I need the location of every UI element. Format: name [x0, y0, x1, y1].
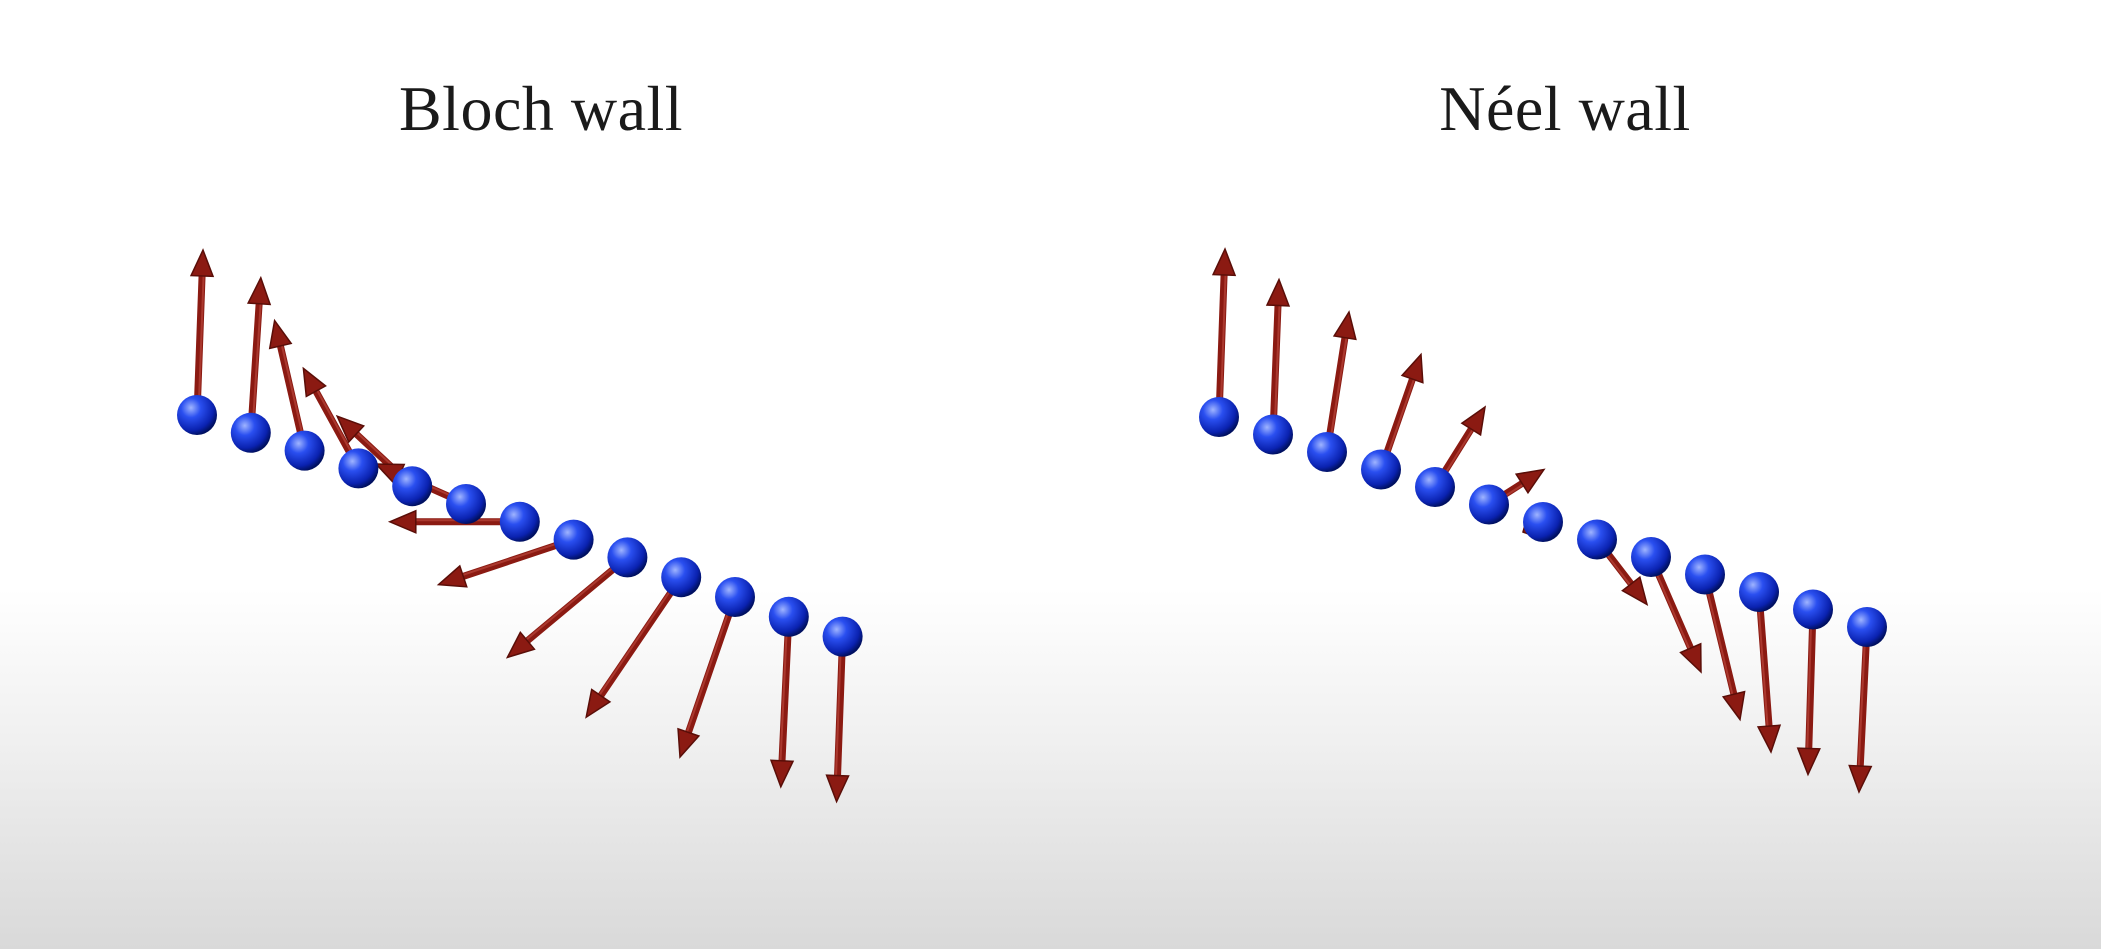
- neel-spin-site-12: [1793, 589, 1833, 630]
- neel-spin-site-4: [1361, 449, 1401, 490]
- neel-moment-arrow-10: [1701, 571, 1746, 722]
- bloch-spin-site-8: [553, 519, 594, 560]
- neel-moment-arrow-2: [1265, 277, 1291, 438]
- bloch-moment-arrow-13: [825, 633, 850, 804]
- bloch-spin-site-12: [768, 596, 809, 637]
- bloch-moment-arrow-8: [436, 536, 578, 588]
- neel-wall-title: Néel wall: [1439, 73, 1691, 144]
- neel-spin-site-10: [1685, 554, 1725, 595]
- bloch-wall-spin-chain: [177, 248, 863, 804]
- bloch-spin-site-7: [499, 501, 540, 542]
- bloch-spin-site-1: [177, 395, 217, 435]
- bloch-wall-title: Bloch wall: [398, 73, 684, 144]
- neel-spin-site-6: [1469, 484, 1509, 525]
- neel-spin-site-1: [1199, 397, 1239, 437]
- bloch-moment-arrow-10: [585, 573, 685, 719]
- bloch-spin-site-4: [338, 448, 379, 489]
- neel-spin-site-11: [1739, 572, 1779, 612]
- bloch-moment-arrow-11: [677, 593, 739, 759]
- bloch-spin-site-2: [230, 412, 271, 453]
- neel-spin-site-13: [1847, 607, 1887, 647]
- bloch-moment-arrow-2: [246, 275, 272, 437]
- neel-spin-site-3: [1307, 432, 1347, 472]
- neel-moment-arrow-3: [1323, 310, 1357, 456]
- bloch-spin-site-11: [715, 577, 755, 617]
- neel-wall-spin-chain: [1199, 247, 1887, 794]
- bloch-spin-site-3: [284, 430, 325, 471]
- neel-moment-arrow-13: [1848, 623, 1873, 794]
- bloch-spin-site-13: [822, 616, 863, 657]
- bloch-moment-arrow-1: [189, 248, 215, 419]
- bloch-spin-site-10: [661, 557, 702, 598]
- neel-spin-site-9: [1631, 537, 1671, 577]
- neel-moment-arrow-12: [1796, 606, 1821, 777]
- neel-spin-site-7: [1523, 502, 1563, 542]
- bloch-spin-site-9: [607, 537, 648, 578]
- neel-spin-site-5: [1415, 467, 1455, 507]
- neel-moment-arrow-1: [1211, 247, 1237, 421]
- neel-moment-arrow-11: [1755, 588, 1782, 754]
- neel-spin-site-2: [1253, 414, 1293, 455]
- bloch-spin-site-5: [392, 466, 433, 507]
- neel-spin-site-8: [1577, 519, 1617, 560]
- bloch-moment-arrow-12: [769, 613, 795, 789]
- bloch-spin-site-6: [446, 484, 486, 524]
- bloch-moment-arrow-9: [505, 553, 631, 659]
